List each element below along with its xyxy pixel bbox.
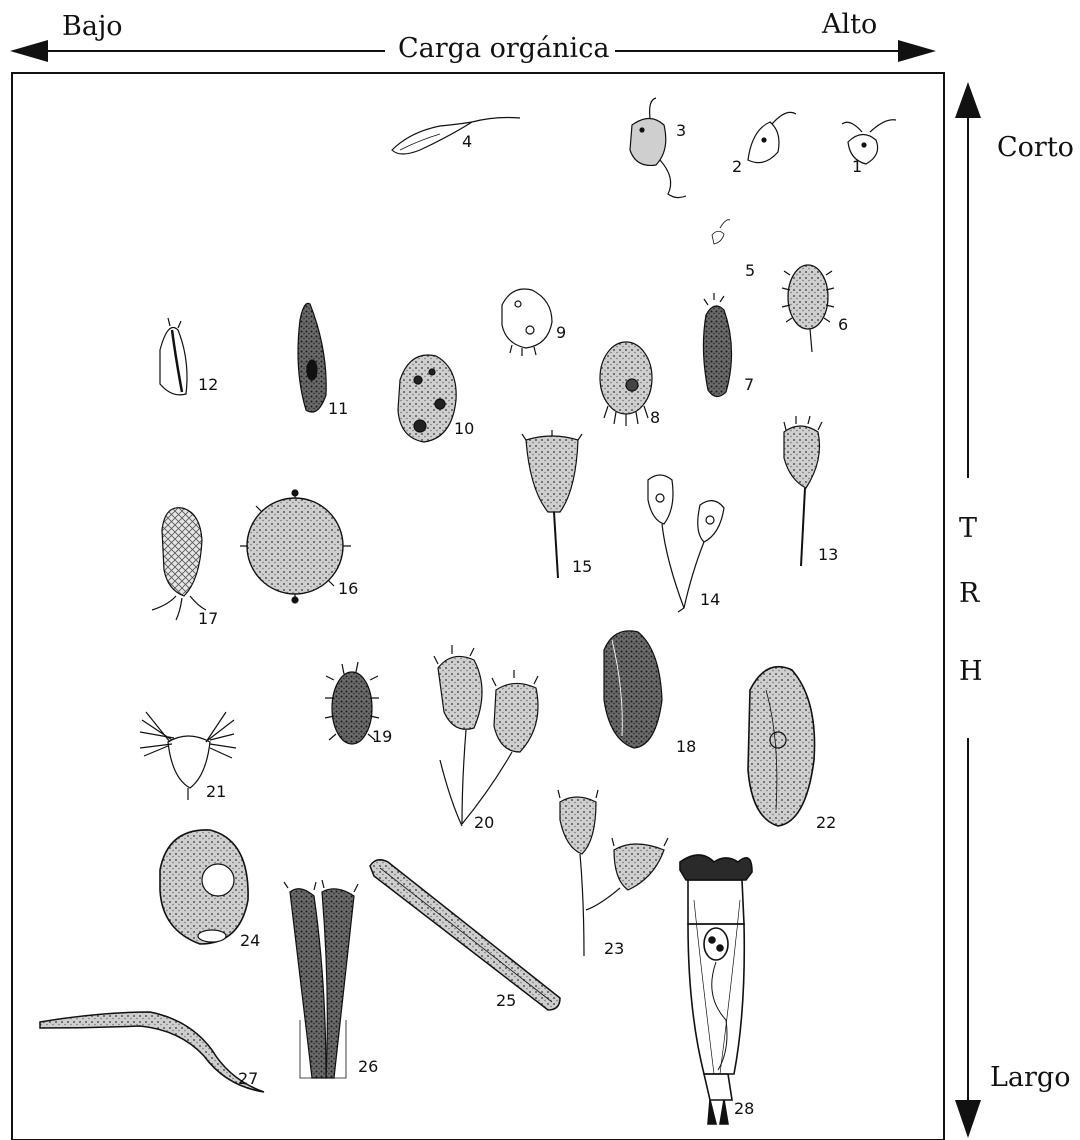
- organism-label-19: 19: [372, 727, 392, 746]
- axis-letter-r: R: [959, 578, 980, 609]
- axis-label-low: Bajo: [62, 11, 123, 42]
- organism-28-rotifer-illustration: [680, 855, 752, 1124]
- organism-label-26: 26: [358, 1057, 378, 1076]
- organism-20-stalked-colony-illustration: [434, 645, 538, 826]
- organism-10-ciliate-illustration: [398, 355, 456, 442]
- organism-label-3: 3: [676, 121, 686, 140]
- organism-7-ciliate-illustration: [703, 293, 731, 397]
- organism-18-ciliate-illustration: [604, 631, 662, 748]
- organism-label-24: 24: [240, 931, 260, 950]
- organism-label-12: 12: [198, 375, 218, 394]
- organism-label-22: 22: [816, 813, 836, 832]
- organism-24-amoeba-illustration: [160, 830, 248, 944]
- organism-19-ciliate-illustration: [325, 662, 379, 744]
- organism-label-21: 21: [206, 782, 226, 801]
- axis-title-organic-load: Carga orgánica: [398, 33, 609, 64]
- organism-15-stalked-ciliate-illustration: [522, 430, 582, 578]
- organism-label-5: 5: [745, 261, 755, 280]
- organism-label-18: 18: [676, 737, 696, 756]
- organism-3-flagellate-illustration: [630, 98, 686, 198]
- organism-8-ciliate-illustration: [600, 342, 652, 426]
- organism-label-9: 9: [556, 323, 566, 342]
- diagram-frame: [12, 73, 944, 1140]
- organism-label-20: 20: [474, 813, 494, 832]
- organism-12-ciliate-illustration: [160, 318, 187, 395]
- organism-26-tube-dwelling-ciliate-illustration: [284, 880, 358, 1078]
- organism-label-25: 25: [496, 991, 516, 1010]
- axis-letter-t: T: [959, 513, 977, 544]
- organism-label-1: 1: [852, 157, 862, 176]
- axis-label-high: Alto: [821, 9, 877, 40]
- axis-label-short: Corto: [997, 132, 1074, 163]
- organism-label-11: 11: [328, 399, 348, 418]
- arrow-down-icon: [955, 1100, 981, 1138]
- organism-label-10: 10: [454, 419, 474, 438]
- organism-label-15: 15: [572, 557, 592, 576]
- organism-13-stalked-ciliate-illustration: [784, 416, 822, 566]
- organism-2-flagellate-illustration: [748, 112, 796, 162]
- organism-1-flagellate-illustration: [842, 120, 896, 164]
- axis-letter-h: H: [959, 656, 983, 687]
- organism-23-stalked-colony-illustration: [558, 790, 668, 956]
- organism-label-16: 16: [338, 579, 358, 598]
- organism-label-17: 17: [198, 609, 218, 628]
- organism-label-6: 6: [838, 315, 848, 334]
- organism-27-nematode-illustration: [40, 1012, 264, 1092]
- axis-label-long: Largo: [990, 1062, 1070, 1093]
- organism-22-ciliate-illustration: [748, 667, 815, 826]
- organism-6-ciliate-illustration: [782, 265, 834, 352]
- arrow-right-icon: [898, 40, 936, 62]
- arrow-up-icon: [955, 82, 981, 118]
- organism-label-13: 13: [818, 545, 838, 564]
- organism-label-23: 23: [604, 939, 624, 958]
- organism-25-elongate-ciliate-illustration: [370, 860, 560, 1010]
- organism-5-small-flagellate-illustration: [712, 220, 730, 244]
- arrow-left-icon: [10, 40, 48, 62]
- organism-label-4: 4: [462, 132, 472, 151]
- organism-label-7: 7: [744, 375, 754, 394]
- organism-label-27: 27: [238, 1069, 258, 1088]
- organism-label-8: 8: [650, 408, 660, 427]
- organism-label-28: 28: [734, 1099, 754, 1118]
- organism-9-amoeba-illustration: [502, 289, 552, 356]
- organism-label-14: 14: [700, 590, 720, 609]
- organism-11-ciliate-illustration: [298, 303, 326, 412]
- organism-17-testate-ciliate-illustration: [152, 508, 206, 620]
- retention-time-axis: [955, 82, 981, 1138]
- organism-4-flagellate-illustration: [392, 118, 520, 155]
- organism-label-2: 2: [732, 157, 742, 176]
- organism-16-heliozoan-illustration: [240, 490, 351, 603]
